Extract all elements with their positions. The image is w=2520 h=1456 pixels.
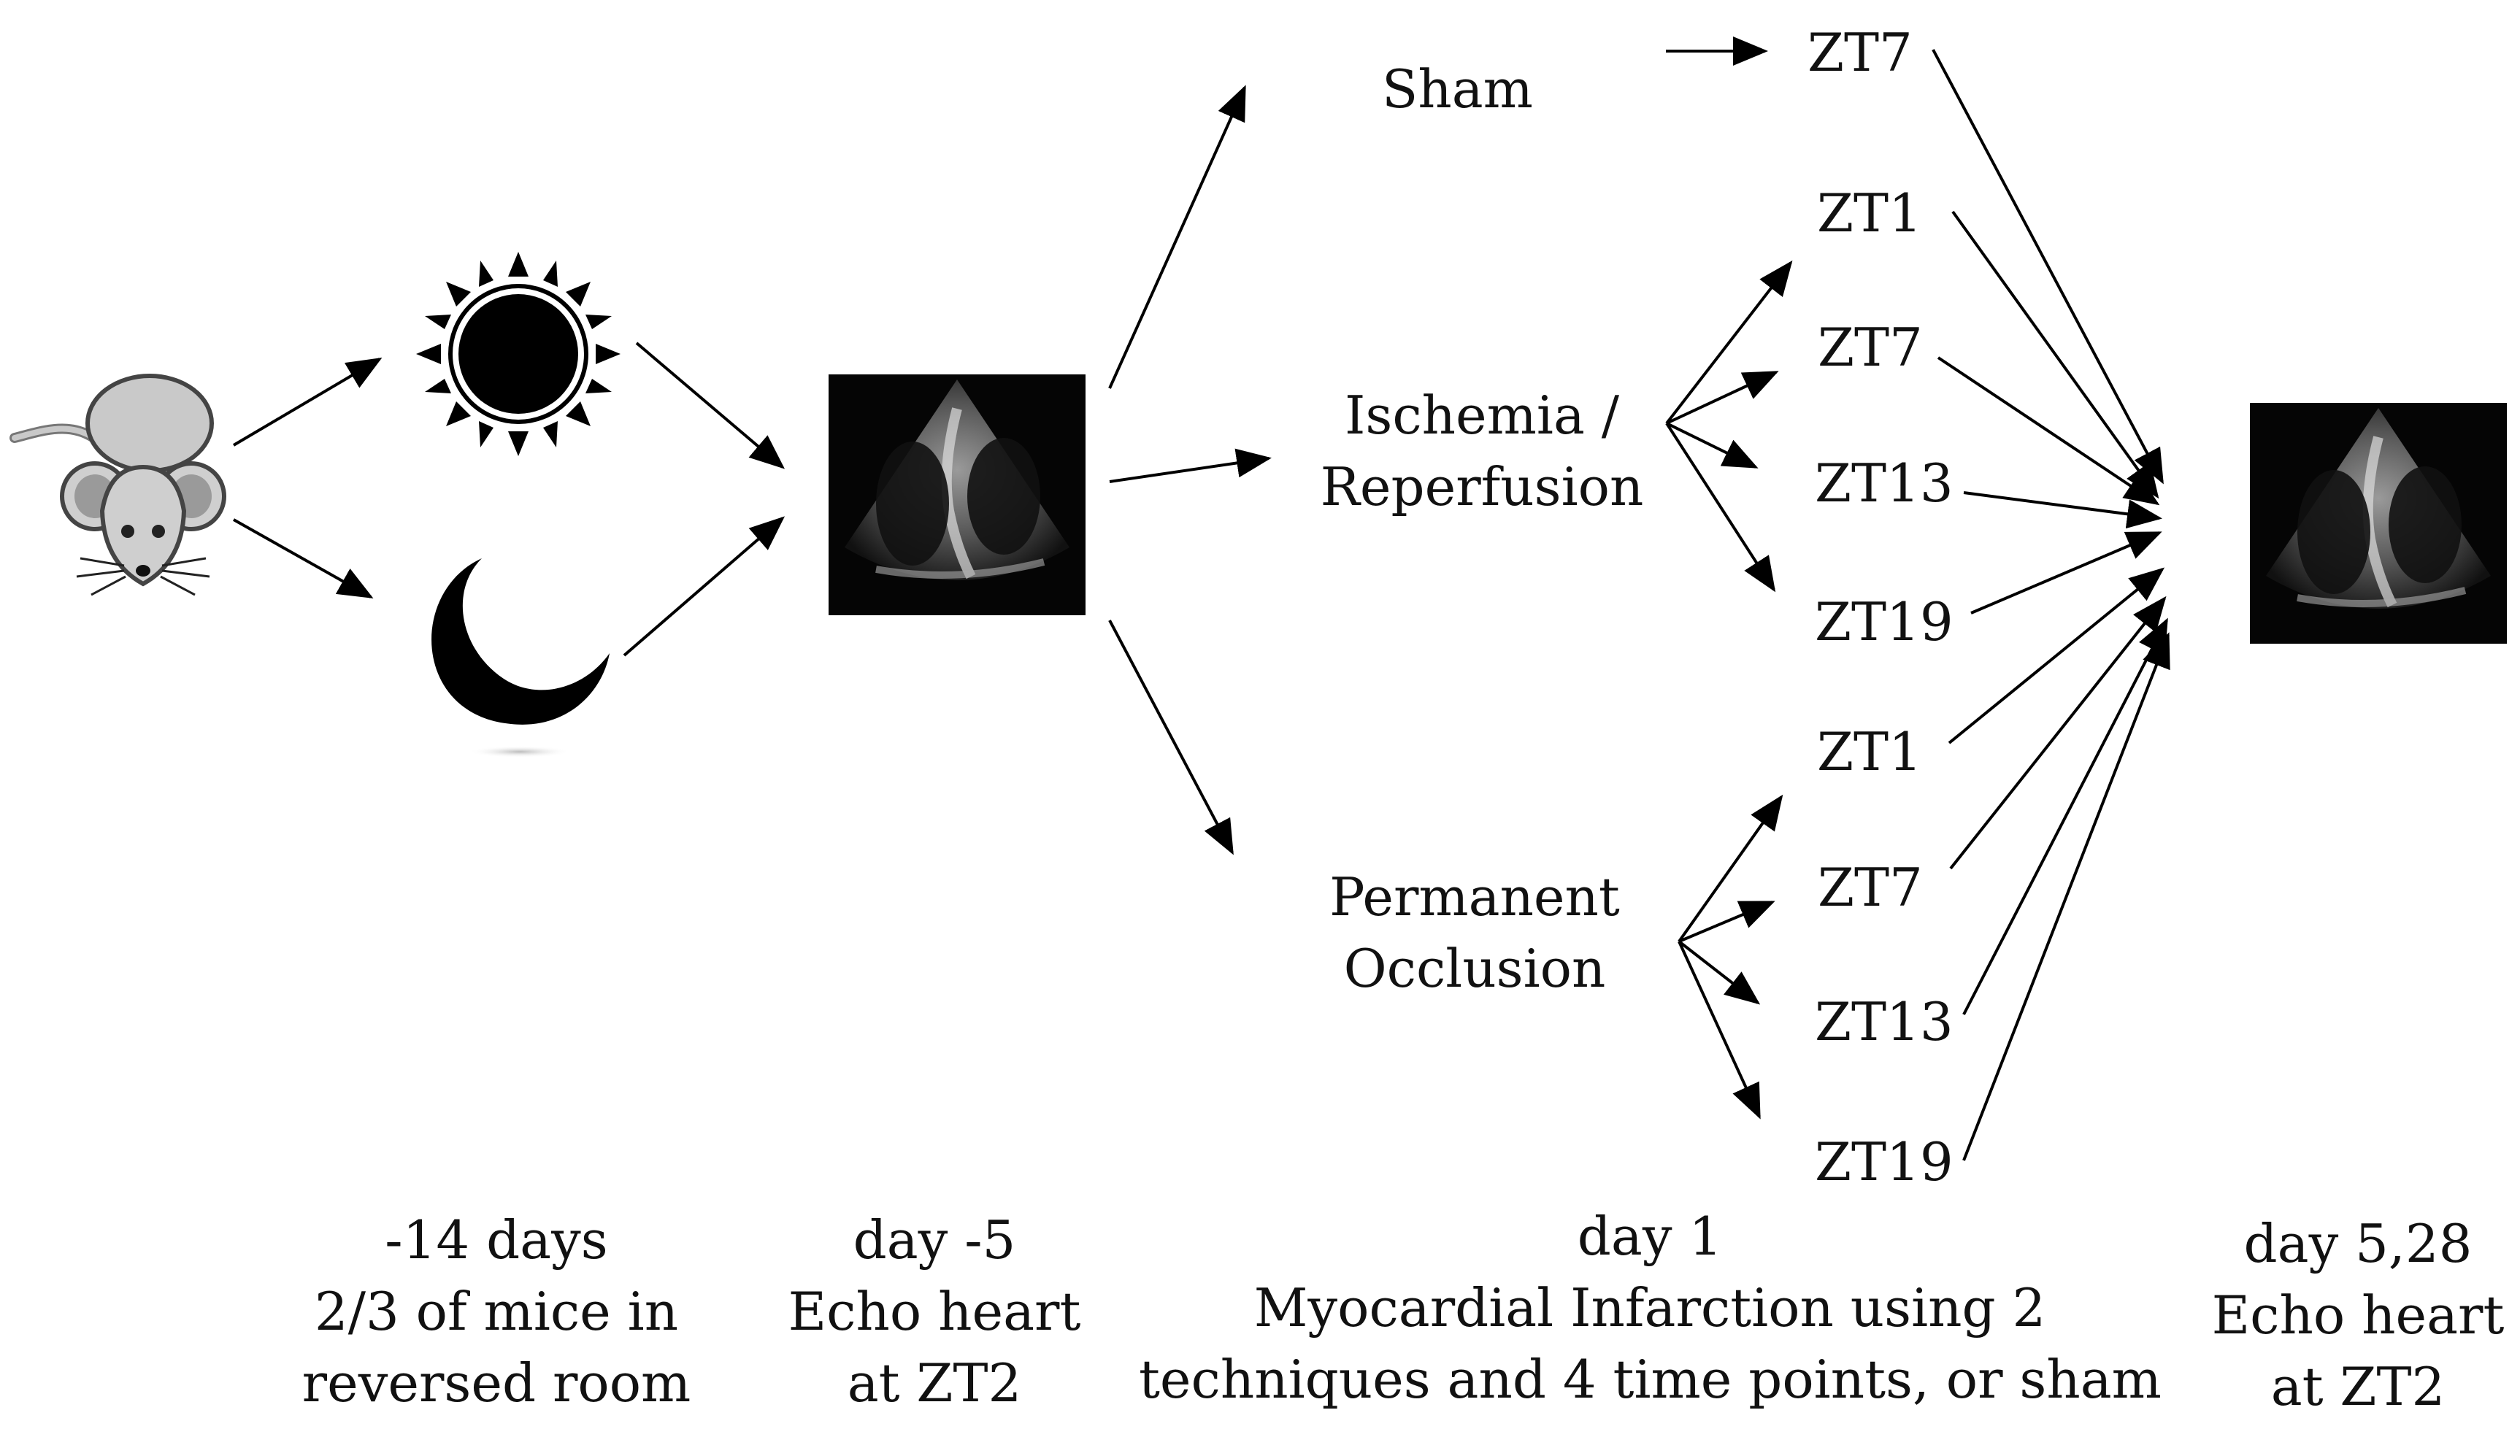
arrow-zt19ir-to-echo <box>1970 531 2162 615</box>
arrow-zt1ir-to-echo <box>1951 210 2159 499</box>
timepoint-po-zt13: ZT13 <box>1815 991 1954 1052</box>
timepoint-po-zt19: ZT19 <box>1815 1131 1954 1193</box>
arrow-zt1po-to-echo <box>1948 567 2165 744</box>
timepoint-po-zt7: ZT7 <box>1818 857 1923 918</box>
arrow-zt19po-to-echo <box>1962 632 2170 1161</box>
timepoint-sham-zt7: ZT7 <box>1808 22 1913 83</box>
caption-reverse-line2: 2/3 of mice in <box>314 1281 679 1342</box>
branch-ischemia-line2: Reperfusion <box>1320 456 1644 517</box>
branch-ischemia-label: Ischemia / Reperfusion <box>1299 380 1664 523</box>
caption-echo-pre-line3: at ZT2 <box>847 1352 1022 1414</box>
arrow-ir-to-zt19 <box>1665 422 1776 593</box>
arrow-echo-to-ischemia <box>1109 448 1272 483</box>
arrow-ir-to-zt1 <box>1665 260 1793 425</box>
branch-permanent-label: Permanent Occlusion <box>1292 861 1657 1004</box>
arrow-zt13ir-to-echo <box>1963 491 2162 529</box>
caption-echo-pre-line2: Echo heart <box>788 1281 1081 1342</box>
arrow-mouse-to-moon <box>233 518 374 598</box>
caption-echo-post-line2: Echo heart <box>2211 1284 2505 1346</box>
timepoint-ir-zt7: ZT7 <box>1818 317 1923 378</box>
timepoint-ir-zt13: ZT13 <box>1815 452 1954 514</box>
caption-mi: day 1 Myocardial Infarction using 2 tech… <box>1139 1201 2162 1415</box>
timepoint-po-zt1: ZT1 <box>1817 721 1922 782</box>
arrow-po-to-zt19 <box>1678 941 1761 1120</box>
caption-echo-post: day 5,28 Echo heart at ZT2 <box>2205 1208 2511 1422</box>
arrow-echo-to-permanent <box>1108 620 1234 855</box>
caption-mi-line2: Myocardial Infarction using 2 <box>1253 1277 2046 1338</box>
branch-permanent-line1: Permanent <box>1329 866 1620 928</box>
timepoint-ir-zt19: ZT19 <box>1815 591 1954 652</box>
arrows <box>232 36 2170 1161</box>
caption-mi-line3: techniques and 4 time points, or sham <box>1139 1349 2162 1410</box>
arrow-ir-to-zt7 <box>1666 371 1779 425</box>
caption-reverse-room: -14 days 2/3 of mice in reversed room <box>277 1204 715 1419</box>
caption-echo-post-line1: day 5,28 <box>2243 1213 2473 1274</box>
arrow-zt7ir-to-echo <box>1937 356 2160 506</box>
arrow-sun-to-echo <box>635 342 785 469</box>
caption-echo-pre: day -5 Echo heart at ZT2 <box>752 1204 1117 1419</box>
arrow-mouse-to-sun <box>232 357 383 447</box>
arrow-po-to-zt13 <box>1678 940 1761 1005</box>
arrow-zt7s-to-echo <box>1932 49 2164 485</box>
arrow-po-to-zt1 <box>1678 794 1783 943</box>
branch-ischemia-line1: Ischemia / <box>1344 385 1620 446</box>
echocardiogram-post-image <box>2250 403 2507 644</box>
caption-reverse-line3: reversed room <box>301 1352 691 1414</box>
arrow-zt13po-to-echo <box>1962 617 2168 1015</box>
caption-reverse-line1: -14 days <box>385 1209 608 1271</box>
caption-mi-line1: day 1 <box>1577 1206 1723 1267</box>
mouse-icon <box>9 374 226 596</box>
echocardiogram-pre-image <box>829 374 1086 615</box>
caption-echo-post-line3: at ZT2 <box>2270 1356 2446 1417</box>
arrow-moon-to-echo <box>623 516 785 657</box>
branch-sham-label: Sham <box>1382 58 1533 120</box>
moon-icon <box>431 558 610 758</box>
arrow-po-to-zt7 <box>1678 901 1775 943</box>
branch-permanent-line2: Occlusion <box>1343 938 1606 999</box>
timepoint-ir-zt1: ZT1 <box>1817 182 1922 244</box>
arrow-ir-to-zt13 <box>1666 422 1759 469</box>
arrow-zt7po-to-echo <box>1949 596 2167 870</box>
arrow-echo-to-sham <box>1108 85 1246 389</box>
caption-echo-pre-line1: day -5 <box>853 1209 1016 1271</box>
sun-icon <box>416 252 621 456</box>
